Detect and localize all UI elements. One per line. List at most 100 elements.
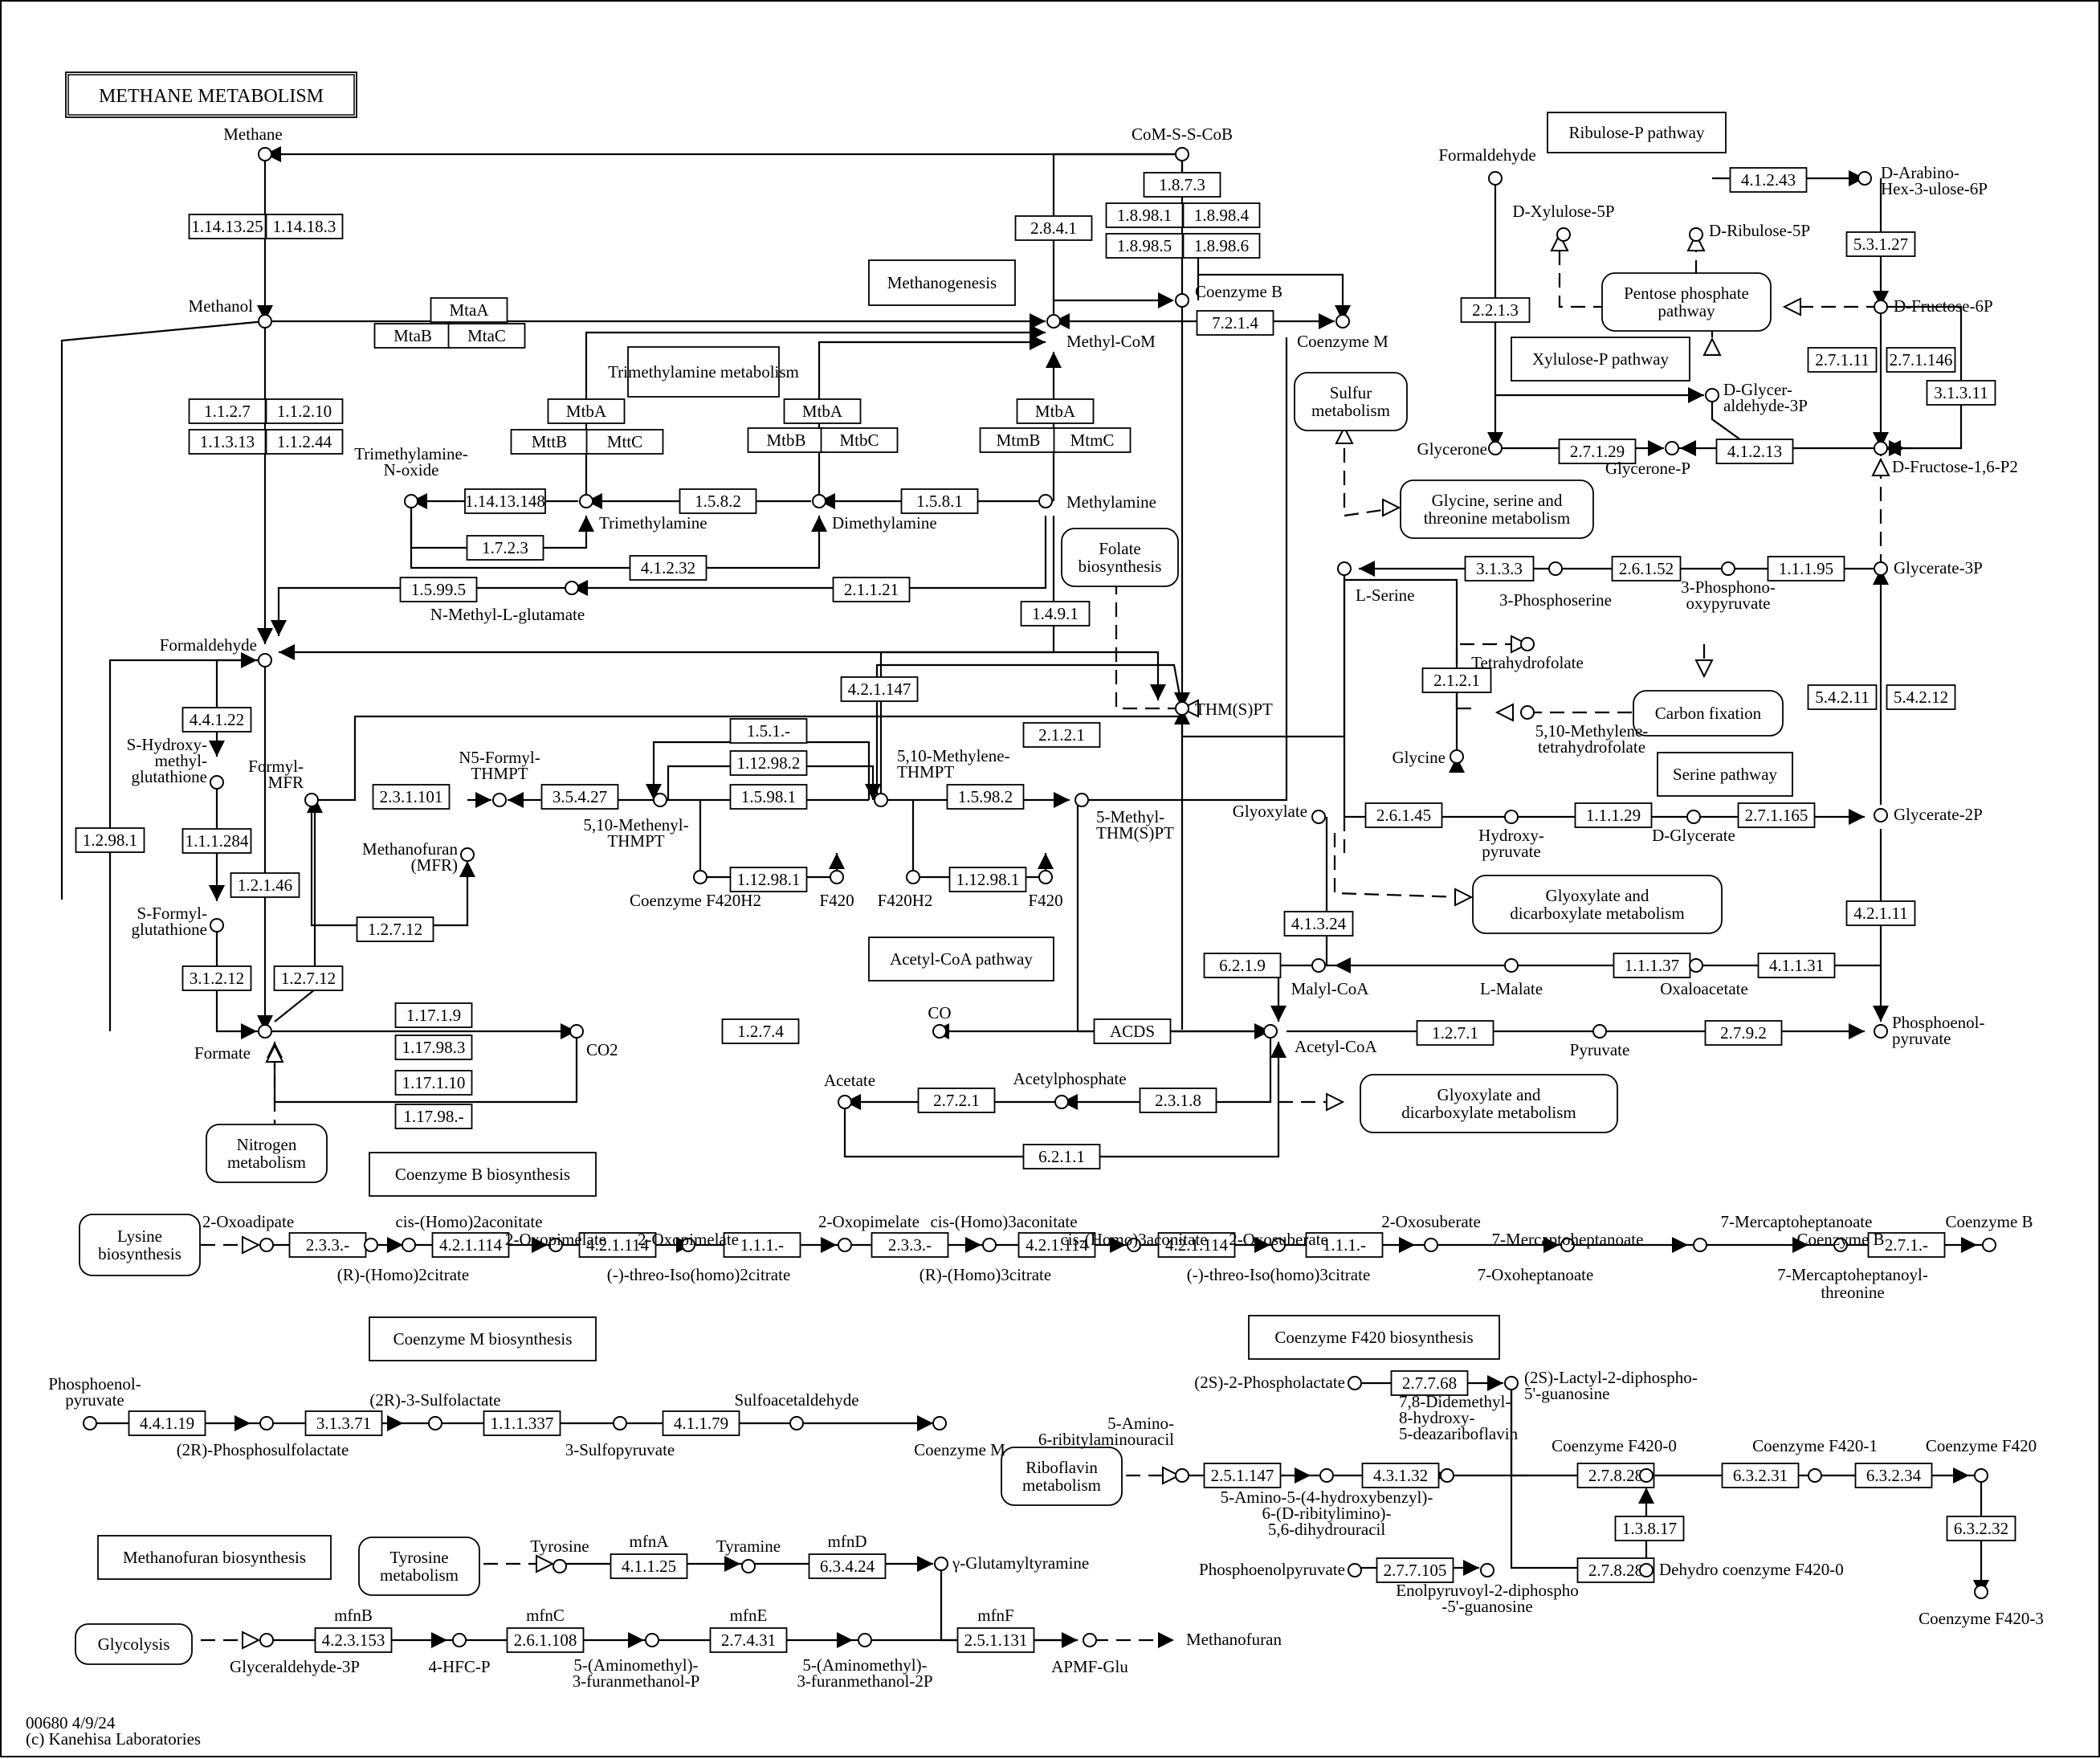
enzyme-box[interactable]	[679, 488, 757, 514]
map-link[interactable]	[79, 1214, 201, 1276]
compound-node[interactable]	[1857, 171, 1872, 186]
enzyme-box[interactable]	[181, 707, 252, 733]
enzyme-box[interactable]	[1139, 1088, 1217, 1113]
enzyme-box[interactable]	[1283, 911, 1354, 937]
compound-node[interactable]	[1488, 171, 1503, 186]
compound-node[interactable]	[1337, 561, 1352, 576]
compound-node[interactable]	[812, 494, 826, 508]
ribulose-p-box[interactable]	[1547, 112, 1727, 153]
compound-node[interactable]	[1974, 1585, 1988, 1599]
compound-node[interactable]	[1874, 561, 1888, 576]
enzyme-box[interactable]	[1460, 297, 1531, 323]
enzyme-box[interactable]	[1105, 233, 1184, 259]
compound-node[interactable]	[1271, 1238, 1286, 1252]
compound-node[interactable]	[1335, 314, 1350, 329]
compound-node[interactable]	[1548, 561, 1563, 576]
enzyme-box[interactable]	[394, 1035, 473, 1060]
map-link[interactable]	[1294, 372, 1408, 431]
compound-node[interactable]	[1175, 701, 1189, 716]
compound-node[interactable]	[1175, 1468, 1189, 1483]
methanogenesis-box[interactable]	[868, 259, 1016, 306]
enzyme-box[interactable]	[1757, 953, 1836, 978]
enzyme-box[interactable]	[1017, 1232, 1096, 1258]
xylulose-p-box[interactable]	[1511, 337, 1690, 382]
enzyme-box[interactable]	[871, 1232, 949, 1258]
enzyme-box[interactable]	[1364, 802, 1443, 828]
compound-node[interactable]	[1319, 1468, 1334, 1483]
enzyme-box[interactable]	[1014, 215, 1093, 241]
enzyme-box[interactable]	[1926, 380, 1996, 406]
enzyme-box[interactable]	[729, 750, 808, 776]
compound-node[interactable]	[492, 793, 507, 807]
compound-node[interactable]	[1560, 1238, 1575, 1252]
compound-node[interactable]	[1556, 227, 1571, 242]
enzyme-box[interactable]	[1421, 667, 1492, 693]
enzyme-box[interactable]	[372, 784, 451, 810]
enzyme-box[interactable]	[181, 965, 252, 991]
compound-node[interactable]	[569, 1024, 584, 1039]
coenzyme-b-box[interactable]	[369, 1152, 597, 1197]
compound-node[interactable]	[1693, 1238, 1707, 1252]
enzyme-box[interactable]	[464, 488, 546, 514]
enzyme-box[interactable]	[265, 398, 344, 424]
compound-node[interactable]	[613, 1416, 627, 1430]
compound-node[interactable]	[565, 581, 579, 595]
enzyme-box[interactable]	[900, 488, 979, 514]
enzyme-box[interactable]	[1053, 427, 1132, 453]
compound-node[interactable]	[1689, 227, 1703, 242]
enzyme-box[interactable]	[181, 828, 252, 854]
compound-node[interactable]	[1263, 1024, 1278, 1039]
enzyme-box[interactable]	[483, 1410, 561, 1436]
enzyme-box[interactable]	[394, 1002, 473, 1028]
enzyme-box[interactable]	[1390, 1370, 1469, 1396]
enzyme-box[interactable]	[1845, 900, 1916, 926]
acetyl-coa-box[interactable]	[868, 937, 1054, 982]
enzyme-box[interactable]	[946, 784, 1025, 810]
enzyme-box[interactable]	[1715, 439, 1794, 464]
enzyme-box[interactable]	[1574, 802, 1653, 828]
enzyme-box[interactable]	[1020, 601, 1091, 626]
enzyme-box[interactable]	[1558, 439, 1637, 464]
enzyme-box[interactable]	[394, 1070, 473, 1096]
enzyme-box[interactable]	[314, 1627, 393, 1653]
compound-node[interactable]	[259, 1238, 274, 1252]
compound-node[interactable]	[548, 1238, 563, 1252]
compound-node[interactable]	[1127, 1238, 1141, 1252]
enzyme-box[interactable]	[1807, 684, 1878, 710]
enzyme-box[interactable]	[783, 398, 862, 424]
map-link[interactable]	[1633, 690, 1784, 737]
enzyme-box[interactable]	[610, 1553, 688, 1579]
enzyme-box[interactable]	[1704, 1020, 1783, 1046]
map-link[interactable]	[358, 1537, 480, 1596]
compound-node[interactable]	[579, 494, 593, 508]
compound-node[interactable]	[452, 1633, 467, 1647]
coenzyme-m-box[interactable]	[369, 1316, 597, 1361]
compound-node[interactable]	[830, 870, 844, 884]
enzyme-box[interactable]	[273, 965, 344, 991]
compound-node[interactable]	[259, 1633, 274, 1647]
compound-node[interactable]	[681, 1238, 695, 1252]
enzyme-box[interactable]	[1854, 1463, 1933, 1488]
map-link[interactable]	[1001, 1447, 1123, 1506]
compound-node[interactable]	[1520, 637, 1535, 651]
compound-node[interactable]	[1686, 810, 1701, 824]
enzyme-box[interactable]	[430, 297, 508, 323]
compound-node[interactable]	[1592, 1024, 1607, 1039]
enzyme-box[interactable]	[356, 916, 434, 942]
compound-node[interactable]	[210, 775, 224, 790]
enzyme-box[interactable]	[540, 784, 619, 810]
enzyme-box[interactable]	[1464, 556, 1535, 582]
compound-node[interactable]	[1450, 749, 1464, 764]
compound-node[interactable]	[258, 314, 272, 329]
enzyme-box[interactable]	[629, 555, 707, 581]
enzyme-box[interactable]	[1729, 167, 1808, 193]
map-link[interactable]	[1601, 272, 1772, 332]
compound-node[interactable]	[1705, 388, 1719, 402]
enzyme-box[interactable]	[1016, 398, 1095, 424]
compound-node[interactable]	[1639, 1468, 1653, 1483]
compound-node[interactable]	[858, 1633, 872, 1647]
enzyme-box[interactable]	[1361, 1463, 1440, 1488]
enzyme-box[interactable]	[709, 1627, 788, 1653]
compound-node[interactable]	[1046, 314, 1061, 329]
enzyme-box[interactable]	[75, 827, 145, 853]
